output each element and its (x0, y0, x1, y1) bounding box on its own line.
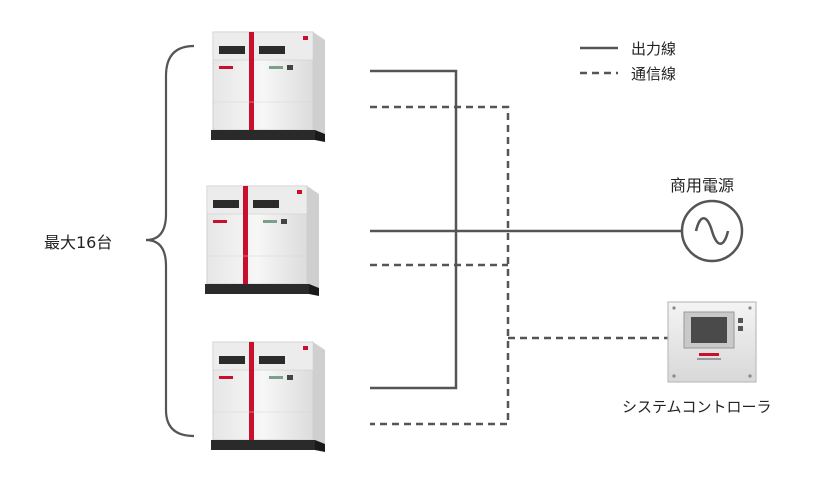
legend-comm-label: 通信線 (631, 65, 677, 83)
units-bracket (145, 44, 195, 438)
comm-lines (370, 105, 668, 426)
controller-panel-icon (667, 301, 757, 383)
ac-source-icon (680, 199, 744, 263)
legend-output-label: 出力線 (631, 40, 677, 58)
system-controller-label: システムコントローラ (622, 398, 772, 416)
generator-unit-icon (210, 341, 326, 453)
generator-unit-icon (204, 185, 320, 297)
units-count-label: 最大16台 (44, 233, 113, 252)
output-lines (370, 69, 682, 390)
mains-power-label: 商用電源 (670, 176, 735, 195)
generator-unit-icon (210, 31, 326, 143)
legend (580, 46, 618, 75)
